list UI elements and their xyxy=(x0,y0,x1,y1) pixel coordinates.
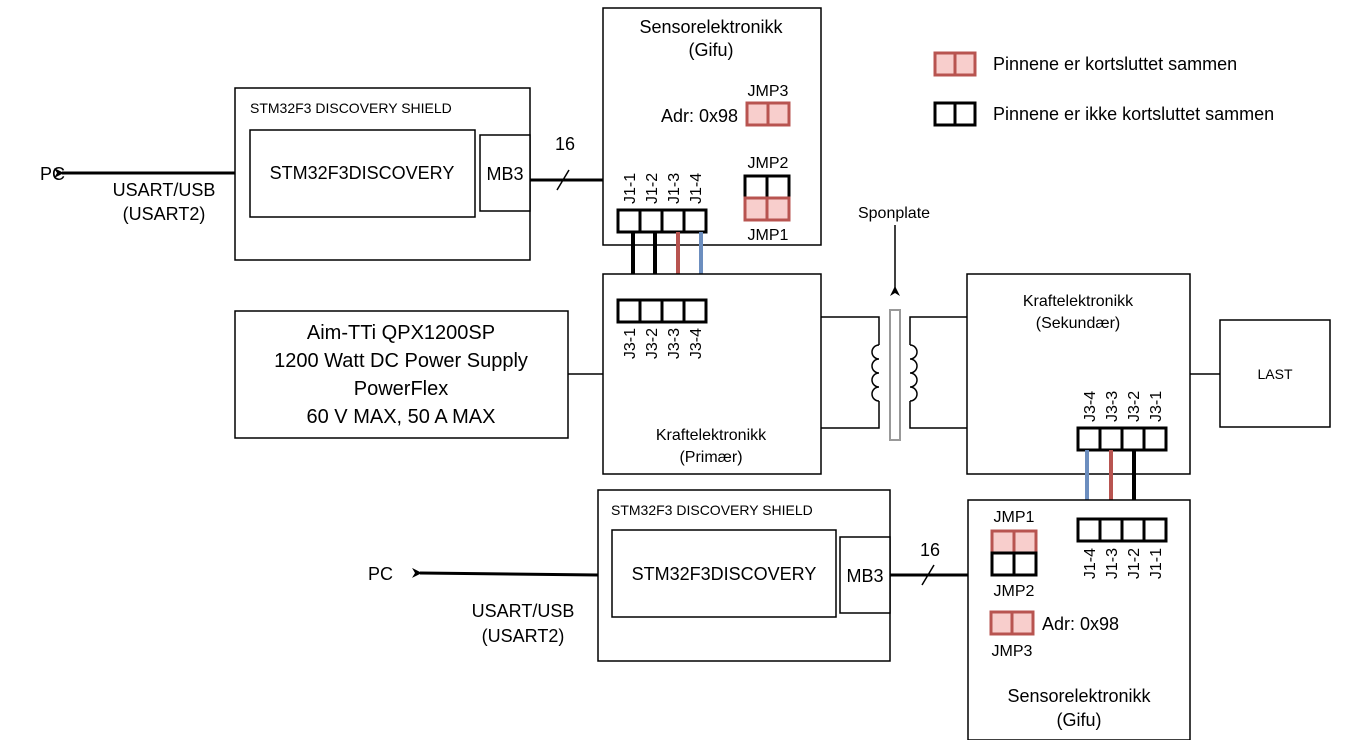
bottom-shield-title: STM32F3 DISCOVERY SHIELD xyxy=(611,502,813,518)
top-shield-title: STM32F3 DISCOVERY SHIELD xyxy=(250,100,452,116)
bottom-j1-pin-label: J1-4 xyxy=(1082,548,1099,579)
psu-line-3: PowerFlex xyxy=(354,378,448,400)
bottom-sensor-title: Sensorelektronikk xyxy=(1007,686,1151,706)
top-mb3-label: MB3 xyxy=(486,164,523,184)
bottom-jmp1-label: JMP1 xyxy=(994,509,1035,526)
secondary-j3-pin-label: J3-4 xyxy=(1082,391,1099,422)
top-discovery-board xyxy=(249,129,476,218)
bottom-mb3-label: MB3 xyxy=(846,566,883,586)
psu-line-1: Aim-TTi QPX1200SP xyxy=(307,322,495,344)
top-usart2-label: (USART2) xyxy=(123,204,206,224)
secondary-power-board: Kraftelektronikk (Sekundær) J3-4 J3-3 J3… xyxy=(966,273,1191,475)
legend-open-label: Pinnene er ikke kortsluttet sammen xyxy=(993,104,1274,124)
top-j1-pin-label: J1-2 xyxy=(644,173,661,204)
top-j1-header xyxy=(616,208,708,234)
load-label: LAST xyxy=(1257,366,1292,382)
bottom-usart2-label: (USART2) xyxy=(482,626,565,646)
bottom-jmp2-label: JMP2 xyxy=(994,583,1035,600)
top-sensor-subtitle: (Gifu) xyxy=(689,40,734,60)
primary-j3-pin-label: J3-1 xyxy=(622,328,639,359)
top-pc-label: PC xyxy=(40,164,65,184)
bottom-jmp1-jumper xyxy=(990,529,1038,555)
bottom-discovery-shield: STM32F3 DISCOVERY SHIELD STM32F3DISCOVER… xyxy=(597,489,891,662)
load-box: LAST xyxy=(1219,319,1331,428)
secondary-j3-pin-label: J3-3 xyxy=(1104,391,1121,422)
top-jmp3-jumper xyxy=(745,101,791,127)
primary-power-board: J3-1 J3-2 J3-3 J3-4 Kraftelektronikk (Pr… xyxy=(602,273,822,475)
top-j1-pin-label: J1-4 xyxy=(688,173,705,204)
psu-line-4: 60 V MAX, 50 A MAX xyxy=(307,406,496,428)
top-bus: 16 xyxy=(530,134,603,191)
bottom-jmp3-label: JMP3 xyxy=(992,643,1033,660)
top-sensor-title: Sensorelektronikk xyxy=(639,17,783,37)
top-bus-width: 16 xyxy=(555,134,575,154)
legend: Pinnene er kortsluttet sammen Pinnene er… xyxy=(933,51,1274,127)
bottom-bus-width: 16 xyxy=(920,540,940,560)
secondary-j3-pin-label: J3-1 xyxy=(1148,391,1165,422)
legend-open-icon xyxy=(933,101,977,127)
transformer: Sponplate xyxy=(821,205,967,441)
top-jmp2-jumper xyxy=(743,174,791,200)
primary-title: Kraftelektronikk xyxy=(656,427,767,444)
secondary-j3-pin-label: J3-2 xyxy=(1126,391,1143,422)
top-jmp1-jumper xyxy=(743,196,791,222)
top-jmp1-label: JMP1 xyxy=(748,227,789,244)
top-usart-label: USART/USB xyxy=(113,180,216,200)
top-jmp2-label: JMP2 xyxy=(748,155,789,172)
primary-subtitle: (Primær) xyxy=(679,449,742,466)
primary-j3-pin-label: J3-3 xyxy=(666,328,683,359)
top-j1-pin-label: J1-3 xyxy=(666,173,683,204)
bottom-sensor-subtitle: (Gifu) xyxy=(1057,710,1102,730)
primary-j3-pin-label: J3-4 xyxy=(688,328,705,359)
top-address-label: Adr: 0x98 xyxy=(661,106,738,126)
primary-j3-pin-label: J3-2 xyxy=(644,328,661,359)
bottom-j1-pin-label: J1-1 xyxy=(1148,548,1165,579)
bottom-usb-arrow xyxy=(411,567,599,578)
top-discovery-shield: STM32F3 DISCOVERY SHIELD STM32F3DISCOVER… xyxy=(234,87,531,261)
psu-line-2: 1200 Watt DC Power Supply xyxy=(274,350,528,372)
top-sensor-board: Sensorelektronikk (Gifu) JMP3 Adr: 0x98 … xyxy=(602,7,822,246)
secondary-title: Kraftelektronikk xyxy=(1023,293,1134,310)
bottom-jmp3-jumper xyxy=(989,610,1035,636)
sponplate-label: Sponplate xyxy=(858,205,930,222)
power-supply: Aim-TTi QPX1200SP 1200 Watt DC Power Sup… xyxy=(234,310,569,439)
bottom-jmp2-jumper xyxy=(990,551,1038,577)
secondary-subtitle: (Sekundær) xyxy=(1036,315,1120,332)
legend-shorted-icon xyxy=(933,51,977,77)
bottom-pc-link: PC USART/USB (USART2) xyxy=(368,564,599,646)
primary-j3-header xyxy=(616,298,708,324)
legend-shorted-label: Pinnene er kortsluttet sammen xyxy=(993,54,1237,74)
bottom-bus: 16 xyxy=(890,540,968,586)
secondary-j3-header xyxy=(1076,426,1168,452)
top-mb3-connector xyxy=(479,134,531,212)
bottom-j1-header xyxy=(1076,517,1168,543)
top-discovery-label: STM32F3DISCOVERY xyxy=(270,163,455,183)
bottom-usart-label: USART/USB xyxy=(472,601,575,621)
top-j1-pin-label: J1-1 xyxy=(622,173,639,204)
bottom-j1-pin-label: J1-3 xyxy=(1104,548,1121,579)
chipboard-plate xyxy=(889,309,901,441)
bottom-sensor-board: J1-4 J1-3 J1-2 J1-1 JMP1 JMP2 Adr: 0x98 … xyxy=(967,499,1191,740)
bottom-discovery-label: STM32F3DISCOVERY xyxy=(632,564,817,584)
bottom-discovery-board xyxy=(611,529,837,618)
top-jmp3-label: JMP3 xyxy=(748,83,789,100)
bottom-address-label: Adr: 0x98 xyxy=(1042,614,1119,634)
top-pc-link: PC USART/USB (USART2) xyxy=(40,164,235,224)
bottom-pc-label: PC xyxy=(368,564,393,584)
bottom-mb3-connector xyxy=(839,536,891,614)
bottom-j1-pin-label: J1-2 xyxy=(1126,548,1143,579)
